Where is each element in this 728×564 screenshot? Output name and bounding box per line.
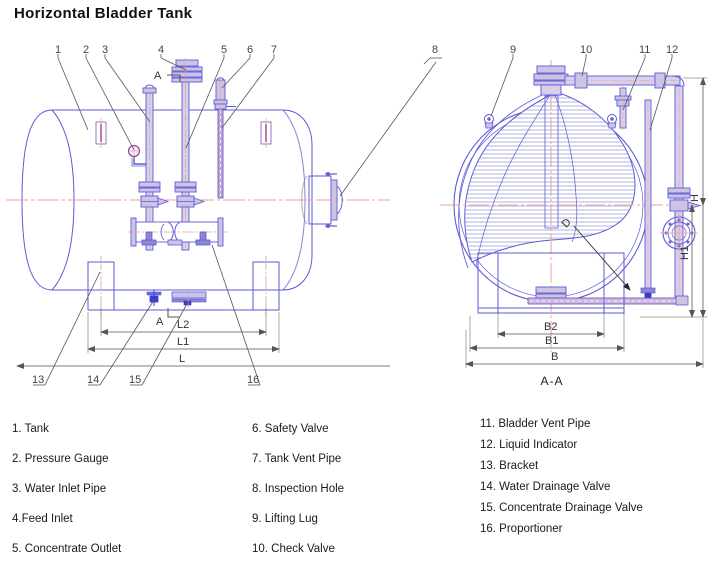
svg-text:6: 6 <box>247 44 253 56</box>
svg-text:B1: B1 <box>545 335 558 347</box>
section-top-nozzle <box>533 65 569 96</box>
legend-item: 10. Check Valve <box>252 543 335 555</box>
concentrate-drainage-valve <box>171 290 207 308</box>
svg-text:10: 10 <box>580 44 592 56</box>
svg-text:5: 5 <box>221 44 227 56</box>
svg-text:13: 13 <box>32 374 44 386</box>
svg-text:A: A <box>156 316 164 328</box>
legend-item: 6. Safety Valve <box>252 423 329 435</box>
section-title: A-A <box>540 374 563 388</box>
svg-text:B2: B2 <box>544 321 557 333</box>
legend-column-2: 6. Safety Valve 7. Tank Vent Pipe 8. Ins… <box>252 414 344 564</box>
dimension-L2: L2 <box>100 308 267 336</box>
water-drainage-valve <box>146 290 162 306</box>
pressure-gauge <box>128 145 146 167</box>
dimension-B1: B1 <box>469 311 625 352</box>
dimension-L1: L1 <box>87 312 280 353</box>
svg-text:L: L <box>179 353 185 365</box>
page-title: Horizontal Bladder Tank <box>14 5 193 22</box>
svg-text:2: 2 <box>83 44 89 56</box>
section-top-header <box>564 72 685 89</box>
section-bottom-drain <box>527 286 689 306</box>
legend-item: 5. Concentrate Outlet <box>12 543 122 555</box>
tank-vent-pipe <box>213 77 236 199</box>
section-mark-top: A <box>154 70 181 82</box>
legend-column-3: 11. Bladder Vent Pipe 12. Liquid Indicat… <box>480 414 643 540</box>
dimension-B2: B2 <box>497 311 605 338</box>
section-view-aa: D H H1 B2 <box>423 44 707 388</box>
water-inlet-pipe <box>138 84 170 251</box>
legend-item: 1. Tank <box>12 423 49 435</box>
legend-item: 12. Liquid Indicator <box>480 439 578 451</box>
legend-item: 3. Water Inlet Pipe <box>12 483 107 495</box>
drawing-page: Horizontal Bladder Tank <box>6 5 707 555</box>
callout-labels-front-bottom: 13 14 15 16 <box>32 374 259 386</box>
svg-text:L1: L1 <box>177 336 189 348</box>
dimension-B: B <box>465 318 704 368</box>
callouts-front-top <box>57 54 275 151</box>
bladder <box>458 89 636 269</box>
lifting-lug-right <box>607 114 617 129</box>
legend-item: 11. Bladder Vent Pipe <box>480 418 591 430</box>
dimension-H-outer <box>640 205 707 318</box>
callout-8-leader <box>339 61 437 197</box>
legend-item: 9. Lifting Lug <box>252 513 318 525</box>
callouts-section <box>423 54 673 131</box>
bracket-right <box>252 256 280 316</box>
svg-text:A: A <box>154 70 162 82</box>
svg-text:15: 15 <box>129 374 141 386</box>
legend-item: 4.Feed Inlet <box>12 513 73 525</box>
bracket-left <box>87 256 115 316</box>
legend-item: 7. Tank Vent Pipe <box>252 453 342 465</box>
proportioner-assembly <box>128 217 228 247</box>
svg-text:1: 1 <box>55 44 61 56</box>
svg-text:16: 16 <box>247 374 259 386</box>
dimension-H: H <box>683 77 707 206</box>
technical-drawing: A A L2 L1 L <box>6 44 707 388</box>
callout-labels-front-top: 1 2 3 4 5 6 7 <box>55 44 277 56</box>
svg-text:L2: L2 <box>177 319 189 331</box>
legend-item: 8. Inspection Hole <box>252 483 345 495</box>
legend-column-1: 1. Tank 2. Pressure Gauge 3. Water Inlet… <box>12 414 121 564</box>
dimension-H1: H1 <box>679 204 695 318</box>
legend-item: 14. Water Drainage Valve <box>480 481 611 493</box>
legend-item: 2. Pressure Gauge <box>12 453 109 465</box>
feed-inlet-riser <box>171 58 206 251</box>
inspection-hole <box>301 172 343 228</box>
callout-labels-section: 8 9 10 11 12 <box>432 44 678 56</box>
svg-text:8: 8 <box>432 44 438 56</box>
svg-text:14: 14 <box>87 374 99 386</box>
front-view: A A L2 L1 L <box>6 44 390 386</box>
svg-text:4: 4 <box>158 44 164 56</box>
legend-item: 15. Concentrate Drainage Valve <box>480 502 643 514</box>
svg-text:11: 11 <box>639 44 650 56</box>
bladder-vent-pipe <box>614 86 632 130</box>
section-mark-bottom: A <box>156 308 180 328</box>
svg-text:H1: H1 <box>679 246 691 260</box>
lifting-lug-left <box>484 114 494 129</box>
callouts-front-bottom <box>33 244 261 386</box>
legend-item: 13. Bracket <box>480 460 539 472</box>
svg-text:7: 7 <box>271 44 277 56</box>
svg-text:B: B <box>551 351 558 363</box>
svg-text:9: 9 <box>510 44 516 56</box>
svg-text:H: H <box>689 194 701 202</box>
dimension-L: L <box>16 353 390 369</box>
svg-text:12: 12 <box>666 44 678 56</box>
svg-text:3: 3 <box>102 44 108 56</box>
legend-item: 16. Proportioner <box>480 523 563 535</box>
